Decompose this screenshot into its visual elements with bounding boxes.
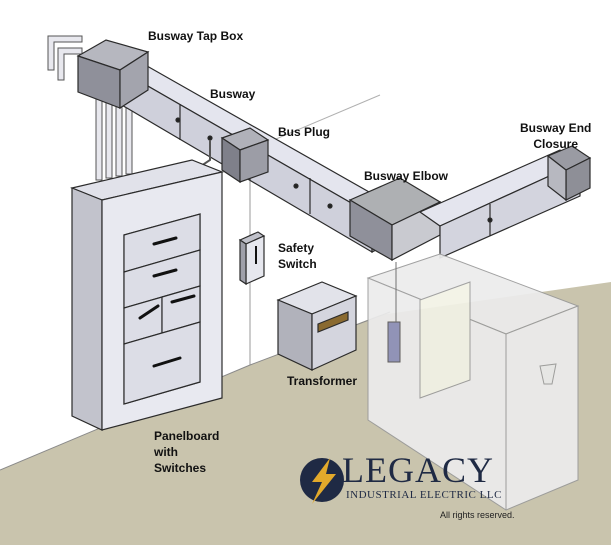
panelboard [72, 160, 222, 430]
label-safety-switch: Safety Switch [278, 240, 317, 272]
label-transformer: Transformer [287, 373, 357, 389]
logo-wordmark: LEGACY [342, 452, 494, 488]
logo-subtitle: INDUSTRIAL ELECTRIC LLC [346, 489, 502, 501]
label-busway-elbow: Busway Elbow [364, 168, 448, 184]
label-line: Closure [520, 136, 591, 152]
label-line: with [154, 444, 219, 460]
label-bus-plug: Bus Plug [278, 124, 330, 140]
label-line: Panelboard [154, 428, 219, 444]
label-busway: Busway [210, 86, 255, 102]
safety-switch [240, 232, 264, 284]
label-busway-tap-box: Busway Tap Box [148, 28, 243, 44]
label-line: Busway End [520, 120, 591, 136]
label-panelboard: Panelboard with Switches [154, 428, 219, 476]
label-busway-end-closure: Busway End Closure [520, 120, 591, 152]
label-line: Switches [154, 460, 219, 476]
rights-notice: All rights reserved. [440, 510, 515, 520]
label-line: Safety [278, 240, 317, 256]
label-line: Switch [278, 256, 317, 272]
